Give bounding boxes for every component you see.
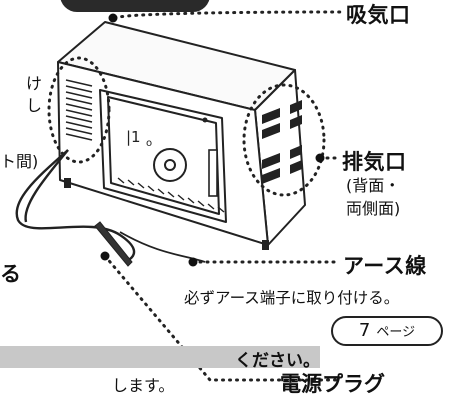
svg-text:o: o [146, 138, 152, 149]
earth-note: 必ずアース端子に取り付ける。 [184, 289, 400, 307]
fragment-left-1: け [26, 74, 43, 93]
page-reference: 7 ページ [331, 316, 443, 346]
power-plug-label: 電源プラグ [280, 372, 385, 396]
exhaust-sub-2: 両側面) [346, 199, 401, 218]
header-tab [60, 0, 210, 12]
warning-bar [0, 346, 320, 368]
earth-wire-label: アース線 [343, 254, 427, 278]
exhaust-sub-1: (背面・ [346, 176, 401, 195]
intake-label: 吸気口 [346, 3, 411, 27]
page-unit: ページ [376, 325, 416, 340]
page-number: 7 [358, 320, 371, 341]
warning-bar-text: ください。 [235, 351, 320, 371]
svg-text:|1: |1 [126, 128, 141, 146]
exhaust-label: 排気口 [342, 150, 407, 174]
fragment-bottom: します。 [112, 376, 175, 395]
fragment-left-2: し [26, 96, 43, 115]
fragment-left-4: る [0, 262, 21, 286]
fragment-left-3: ト間) [0, 152, 39, 171]
